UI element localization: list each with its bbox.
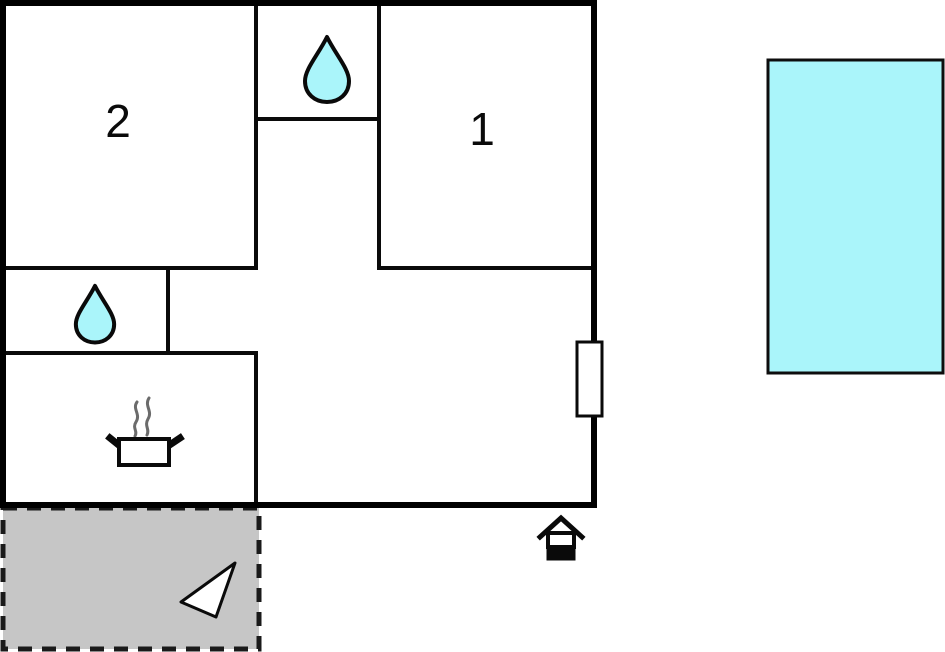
water-drop-shape xyxy=(303,35,351,104)
terrace-arrow-icon xyxy=(179,561,237,619)
room-label-bedroom-2: 2 xyxy=(105,95,131,147)
exterior-walls xyxy=(0,0,597,508)
water-drop-shape xyxy=(73,283,117,345)
entrance-band xyxy=(546,531,576,549)
water-drop-icon-lower xyxy=(73,283,117,345)
terrace-group[interactable] xyxy=(0,505,262,652)
swimming-pool-group[interactable] xyxy=(766,58,945,375)
entrance-door-icon[interactable] xyxy=(536,514,586,561)
steam-line-right xyxy=(145,396,152,437)
window-frame xyxy=(575,340,604,418)
interior-walls xyxy=(1,1,596,507)
steam-line-left xyxy=(133,400,140,438)
entrance-base xyxy=(546,545,576,561)
building-interior xyxy=(3,3,594,505)
building-outline xyxy=(0,0,597,508)
window-element[interactable] xyxy=(575,340,604,418)
cooking-pot-icon xyxy=(105,396,185,467)
pot-body xyxy=(117,437,171,467)
entrance-roof-icon xyxy=(536,514,586,541)
room-label-bedroom-1: 1 xyxy=(469,103,495,155)
swimming-pool xyxy=(766,58,945,375)
water-drop-icon-upper xyxy=(303,35,351,104)
